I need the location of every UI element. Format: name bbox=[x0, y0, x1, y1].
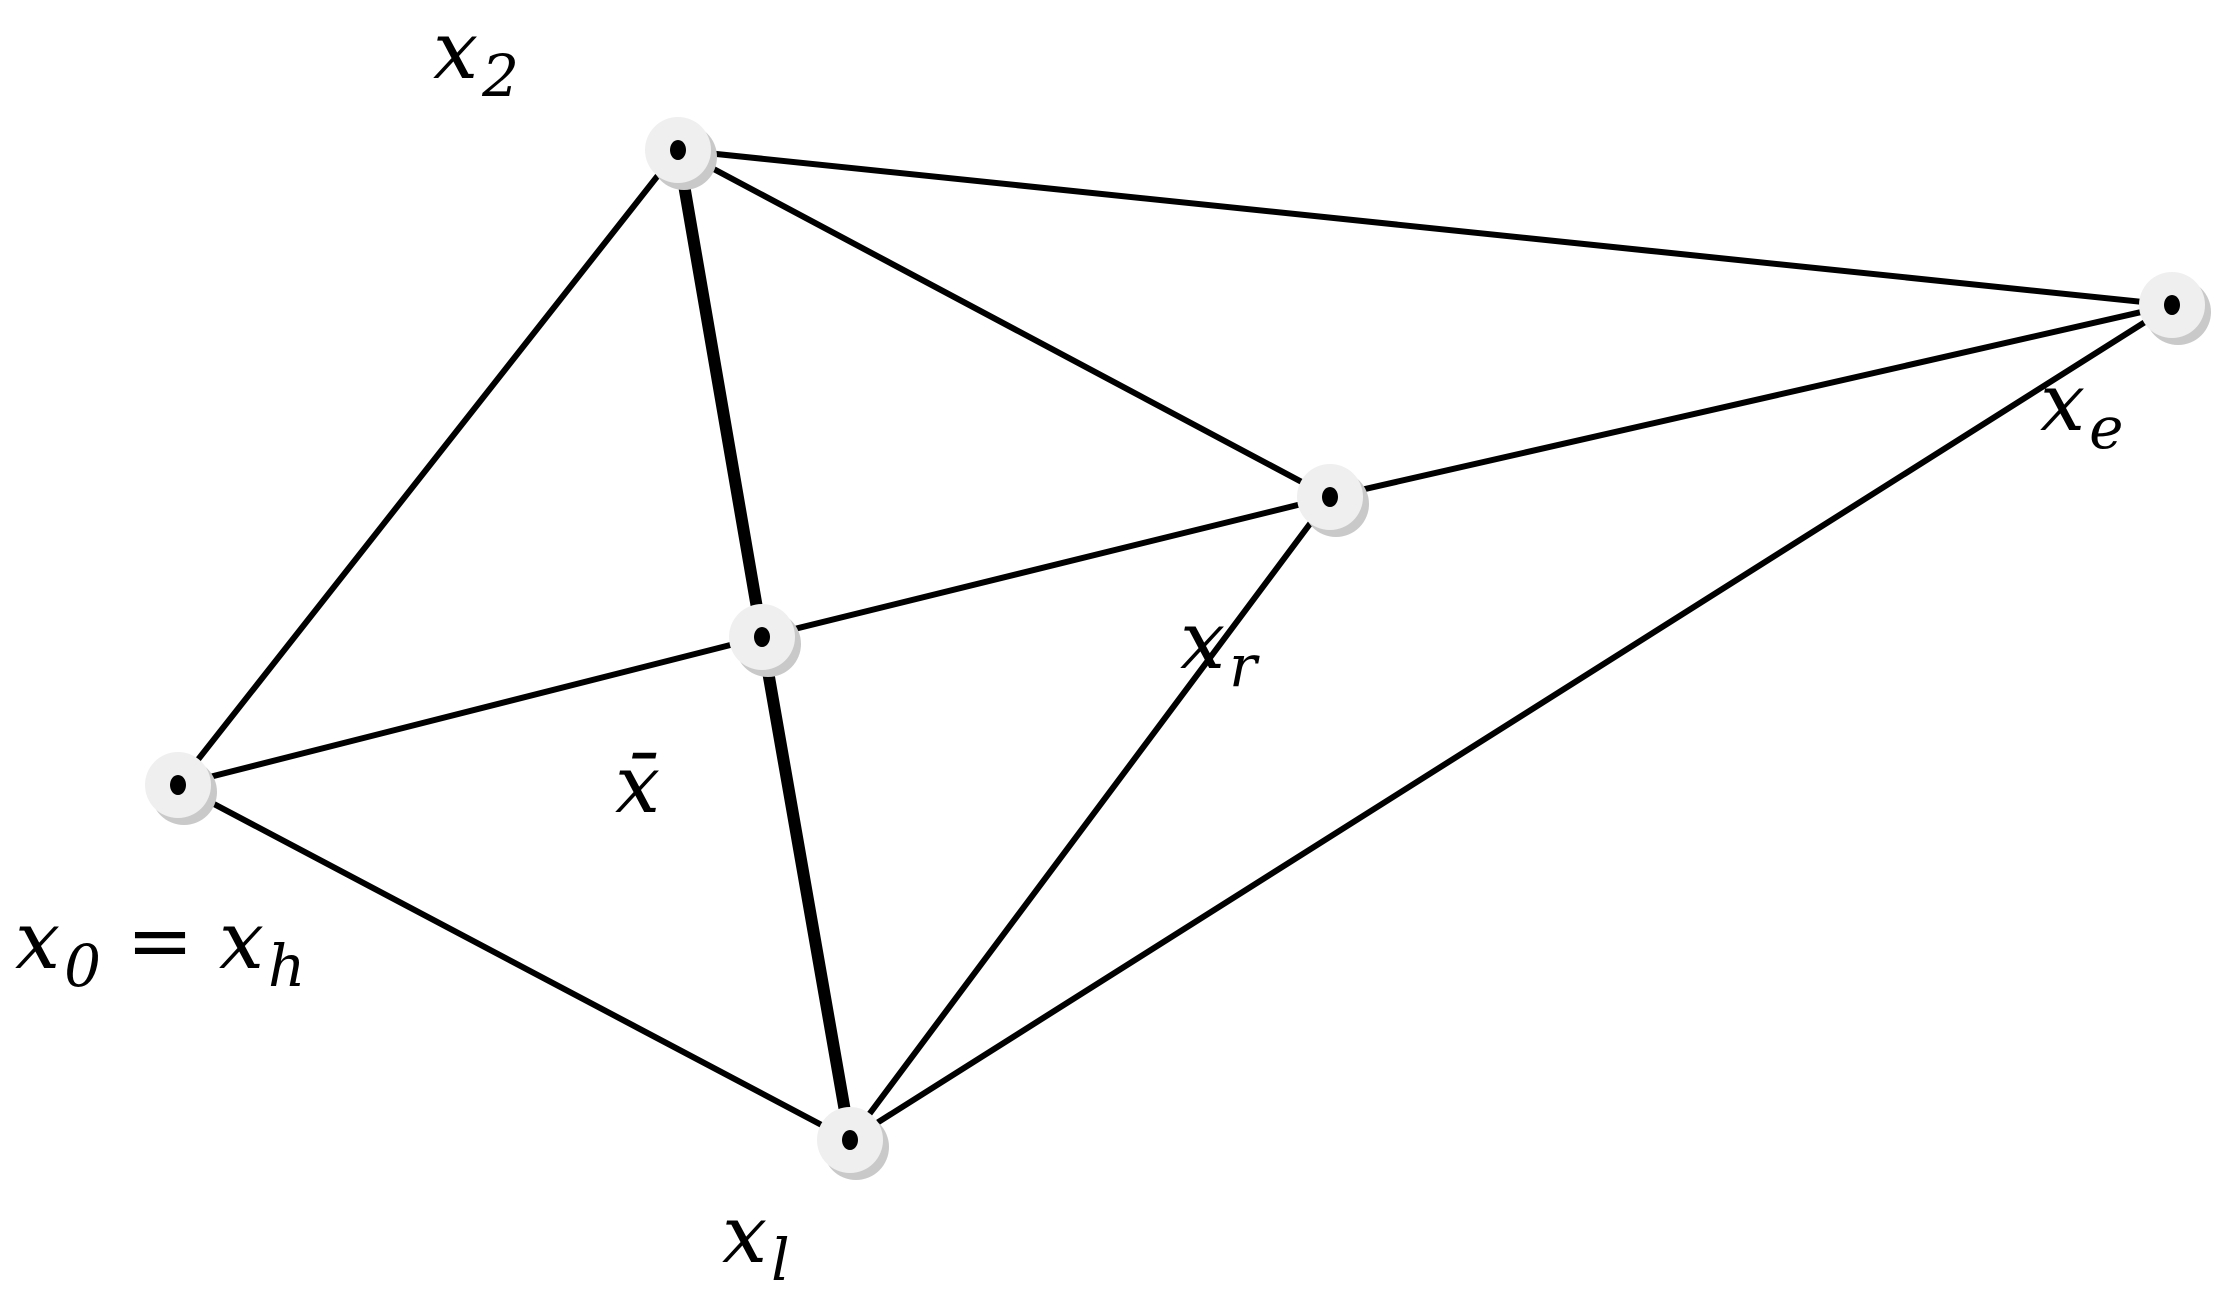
edge-xl-xe bbox=[847, 302, 2175, 1143]
node-dot bbox=[2164, 295, 2180, 315]
node-x2 bbox=[645, 117, 717, 190]
label-xl: xl bbox=[722, 1188, 790, 1294]
edge-xbar-xl bbox=[756, 631, 856, 1146]
edge-x2-xbar bbox=[672, 144, 768, 643]
node-dot bbox=[170, 775, 186, 795]
nodes-layer bbox=[145, 117, 2211, 1180]
node-xe bbox=[2139, 272, 2211, 345]
edge-xbar-xr bbox=[759, 494, 1333, 640]
label-xr: xr bbox=[1180, 594, 1260, 700]
node-dot bbox=[754, 627, 770, 647]
label-x0-equals-xh: x0 = xh bbox=[15, 894, 305, 1000]
node-dot bbox=[670, 140, 686, 160]
edge-x2-xr bbox=[675, 147, 1333, 500]
edge-x0-xl bbox=[175, 782, 853, 1143]
label-x2: x2 bbox=[433, 4, 519, 110]
node-dot bbox=[1322, 487, 1338, 507]
node-dot bbox=[842, 1130, 858, 1150]
label-xe: xe bbox=[2040, 356, 2123, 462]
node-xbar bbox=[729, 604, 801, 677]
edge-x2-x0 bbox=[175, 147, 681, 788]
edge-xl-xr bbox=[847, 494, 1333, 1143]
node-xr bbox=[1297, 464, 1369, 537]
edge-x0-xbar bbox=[175, 634, 765, 788]
node-xl bbox=[817, 1107, 889, 1180]
edges-layer bbox=[175, 144, 2175, 1146]
label-xbar: x̄ bbox=[615, 738, 660, 831]
edge-xr-xe bbox=[1327, 302, 2175, 500]
node-x0 bbox=[145, 752, 217, 825]
edge-x2-xe bbox=[675, 147, 2175, 308]
